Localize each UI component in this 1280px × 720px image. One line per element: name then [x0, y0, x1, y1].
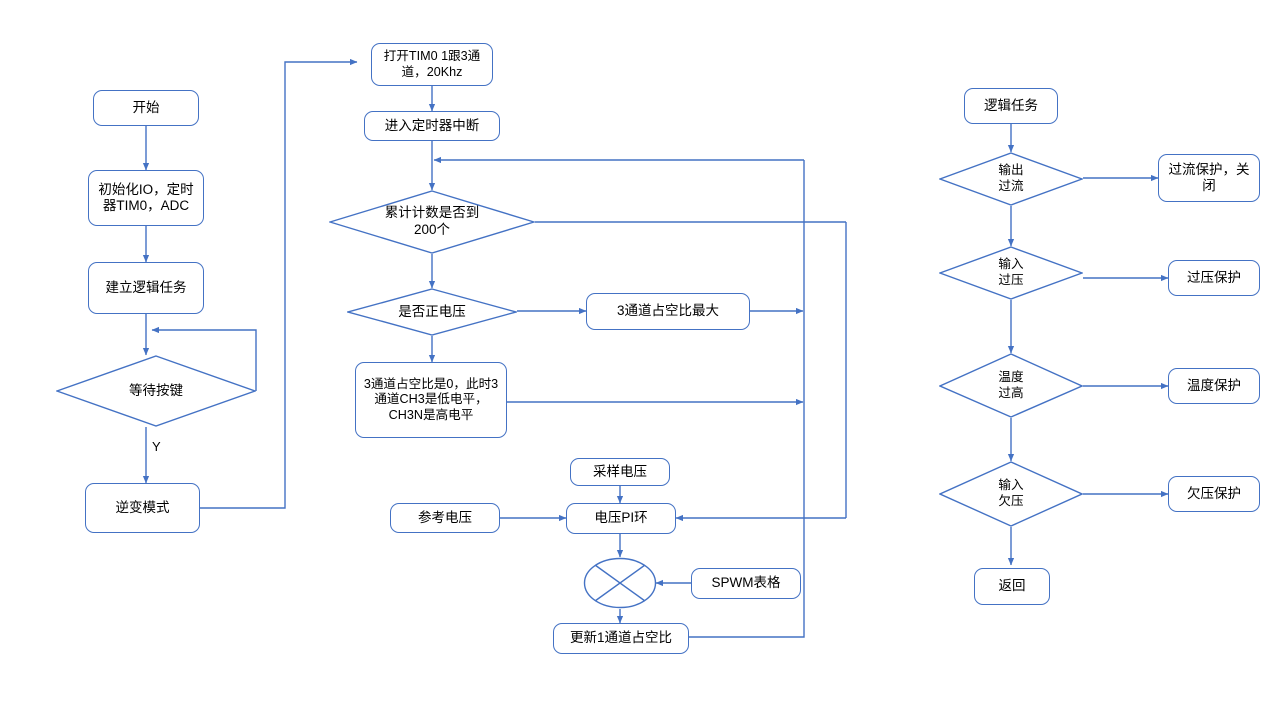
node-reference-voltage-label: 参考电压 — [418, 509, 472, 525]
node-action-undervoltage-protect-label: 欠压保护 — [1187, 485, 1241, 501]
node-check-input-overvoltage[interactable]: 输入过压 — [939, 246, 1083, 300]
node-check-output-overcurrent-label: 输出过流 — [998, 163, 1024, 193]
node-check-temperature-high-label: 温度过高 — [998, 369, 1024, 400]
node-check-input-undervoltage[interactable]: 输入欠压 — [939, 461, 1083, 527]
node-action-undervoltage-protect[interactable]: 欠压保护 — [1168, 476, 1260, 512]
node-create-task[interactable]: 建立逻辑任务 — [88, 262, 204, 314]
node-ch3-zero-label: 3通道占空比是0，此时3通道CH3是低电平，CH3N是高电平 — [363, 376, 499, 422]
node-inverter-mode-label: 逆变模式 — [115, 499, 170, 515]
check-input-undervoltage-diamond-shape — [939, 461, 1083, 527]
node-count-check[interactable]: 累计计数是否到200个 — [329, 190, 535, 254]
node-open-tim[interactable]: 打开TIM0 1跟3通道，20Khz — [371, 43, 493, 86]
node-positive-check[interactable]: 是否正电压 — [347, 288, 517, 336]
node-pi-loop-label: 电压PI环 — [594, 510, 648, 526]
node-logic-task-return[interactable]: 返回 — [974, 568, 1050, 605]
node-sample-voltage[interactable]: 采样电压 — [570, 458, 670, 486]
edge-label-wait-key-yes: Y — [152, 439, 161, 454]
node-action-overcurrent-protect[interactable]: 过流保护，关闭 — [1158, 154, 1260, 202]
node-check-input-undervoltage-label: 输入欠压 — [998, 478, 1024, 508]
node-enter-isr[interactable]: 进入定时器中断 — [364, 111, 500, 141]
node-create-task-label: 建立逻辑任务 — [105, 279, 187, 295]
node-start-label: 开始 — [132, 99, 160, 115]
check-output-overcurrent-diamond-shape — [939, 152, 1083, 206]
node-update-duty[interactable]: 更新1通道占空比 — [553, 623, 689, 654]
node-spwm-table[interactable]: SPWM表格 — [691, 568, 801, 599]
node-check-input-overvoltage-label: 输入过压 — [998, 257, 1024, 287]
wait-key-diamond-shape — [56, 355, 256, 427]
multiply-node-icon — [583, 557, 657, 609]
check-temperature-high-diamond-shape — [939, 353, 1083, 418]
node-init-label: 初始化IO，定时器TIM0，ADC — [98, 181, 194, 213]
node-logic-task-entry-label: 逻辑任务 — [984, 97, 1038, 113]
node-action-temperature-protect[interactable]: 温度保护 — [1168, 368, 1260, 404]
node-logic-task-entry[interactable]: 逻辑任务 — [964, 88, 1058, 124]
node-logic-task-return-label: 返回 — [998, 578, 1026, 594]
node-action-overvoltage-protect-label: 过压保护 — [1187, 269, 1241, 285]
node-ch3-max[interactable]: 3通道占空比最大 — [586, 293, 750, 330]
node-sample-voltage-label: 采样电压 — [593, 463, 647, 479]
node-check-output-overcurrent[interactable]: 输出过流 — [939, 152, 1083, 206]
check-input-overvoltage-diamond-shape — [939, 246, 1083, 300]
node-action-overvoltage-protect[interactable]: 过压保护 — [1168, 260, 1260, 296]
node-start[interactable]: 开始 — [93, 90, 199, 126]
node-wait-key[interactable]: 等待按键 — [56, 355, 256, 427]
node-ch3-zero[interactable]: 3通道占空比是0，此时3通道CH3是低电平，CH3N是高电平 — [355, 362, 507, 438]
count-check-diamond-shape — [329, 190, 535, 254]
node-ch3-max-label: 3通道占空比最大 — [616, 303, 719, 319]
node-open-tim-label: 打开TIM0 1跟3通道，20Khz — [383, 49, 481, 79]
node-enter-isr-label: 进入定时器中断 — [384, 117, 480, 133]
positive-check-diamond-shape — [347, 288, 517, 336]
node-check-temperature-high[interactable]: 温度过高 — [939, 353, 1083, 418]
node-reference-voltage[interactable]: 参考电压 — [390, 503, 500, 533]
node-spwm-table-label: SPWM表格 — [711, 575, 781, 591]
node-positive-check-label: 是否正电压 — [398, 303, 466, 319]
node-update-duty-label: 更新1通道占空比 — [569, 630, 672, 646]
node-wait-key-label: 等待按键 — [129, 382, 183, 398]
node-action-overcurrent-protect-label: 过流保护，关闭 — [1168, 161, 1250, 193]
node-action-temperature-protect-label: 温度保护 — [1187, 377, 1241, 393]
node-pi-loop[interactable]: 电压PI环 — [566, 503, 676, 534]
node-init[interactable]: 初始化IO，定时器TIM0，ADC — [88, 170, 204, 226]
node-count-check-label: 累计计数是否到200个 — [384, 205, 480, 237]
node-inverter-mode[interactable]: 逆变模式 — [85, 483, 200, 533]
